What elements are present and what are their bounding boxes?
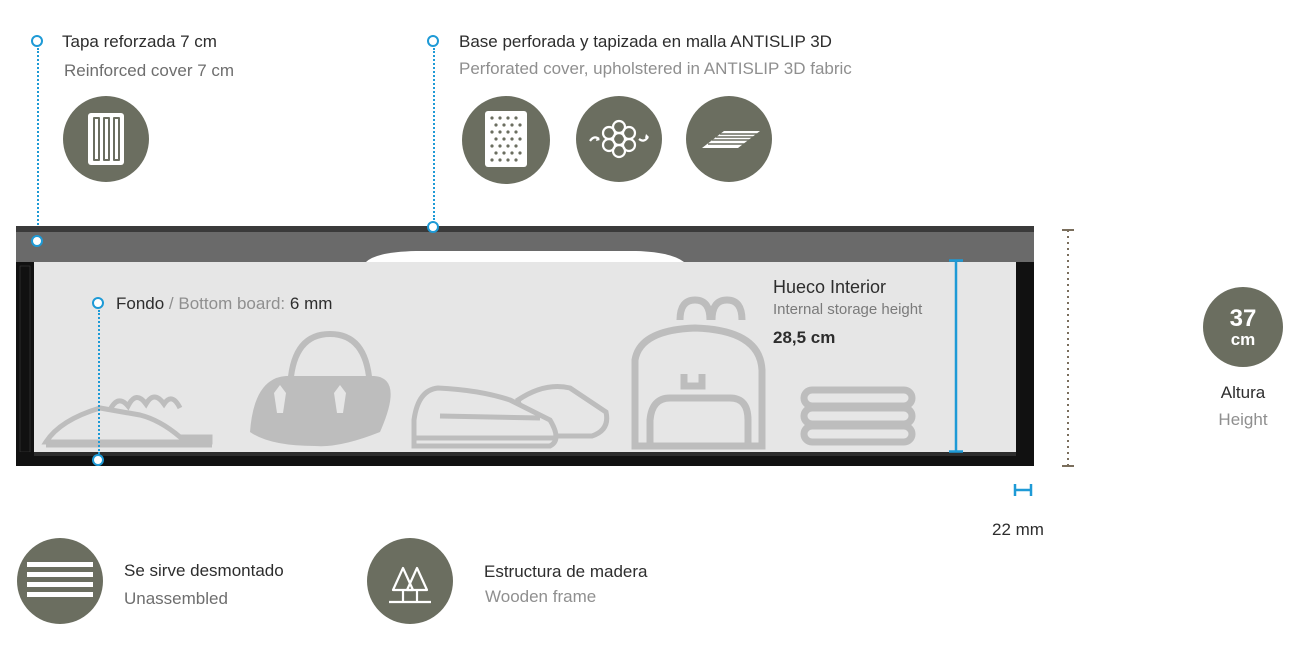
perforated-panel-icon [462,96,550,184]
breathable-airflow-icon [576,96,662,182]
handbag-icon [250,330,391,447]
total-height-dimension [1060,228,1076,468]
feature-unassembled-label: Se sirve desmontado [124,561,284,580]
sneakers-icon [411,384,610,449]
cover-sublabel: Reinforced cover 7 cm [64,61,235,80]
interior-height-dimension [946,259,966,453]
base-lid-marker [427,221,439,233]
bottom-separator: / [164,294,179,313]
bottom-leader-line [98,310,100,454]
bottom-marker [92,297,104,309]
interior-value: 28,5 cm [773,328,836,347]
reinforced-cover-icon [63,96,149,182]
bottom-board-marker [92,454,104,466]
feature-wooden-sublabel: Wooden frame [485,587,597,606]
cover-label: Tapa reforzada 7 cm [62,32,217,51]
height-value: 37 [1229,304,1257,332]
bottom-annotation: Fondo / Bottom board: 6 mm [116,294,332,314]
feature-unassembled-sublabel: Unassembled [124,589,228,608]
base-sublabel: Perforated cover, upholstered in ANTISLI… [459,59,852,78]
interior-title: Hueco Interior [773,277,887,297]
wall-thickness-value: 22 mm [992,520,1044,539]
bottom-value: 6 mm [289,294,333,313]
height-label: Altura [1220,383,1266,402]
wall-thickness-dimension [1013,483,1033,496]
feature-wooden-label: Estructura de madera [484,562,648,581]
trees-icon [367,538,453,624]
interior-subtitle: Internal storage height [773,301,923,318]
folded-towels-icon [800,386,916,446]
height-unit: cm [1230,329,1256,349]
bottom-label: Fondo [116,294,165,313]
cover-lid-marker [31,235,43,247]
unassembled-panels-icon [17,538,103,624]
backpack-icon [631,296,766,450]
antislip-fabric-layers-icon [686,96,772,182]
cover-marker [31,35,43,47]
cover-leader-line [37,48,39,236]
height-badge: 37 cm [1203,287,1283,367]
bottom-sublabel: Bottom board: [178,294,286,313]
base-leader-line [433,48,435,220]
height-sublabel: Height [1218,410,1268,429]
storage-items [40,290,940,450]
slippers-icon [41,394,213,448]
base-label: Base perforada y tapizada en malla ANTIS… [459,32,832,51]
base-marker [427,35,439,47]
